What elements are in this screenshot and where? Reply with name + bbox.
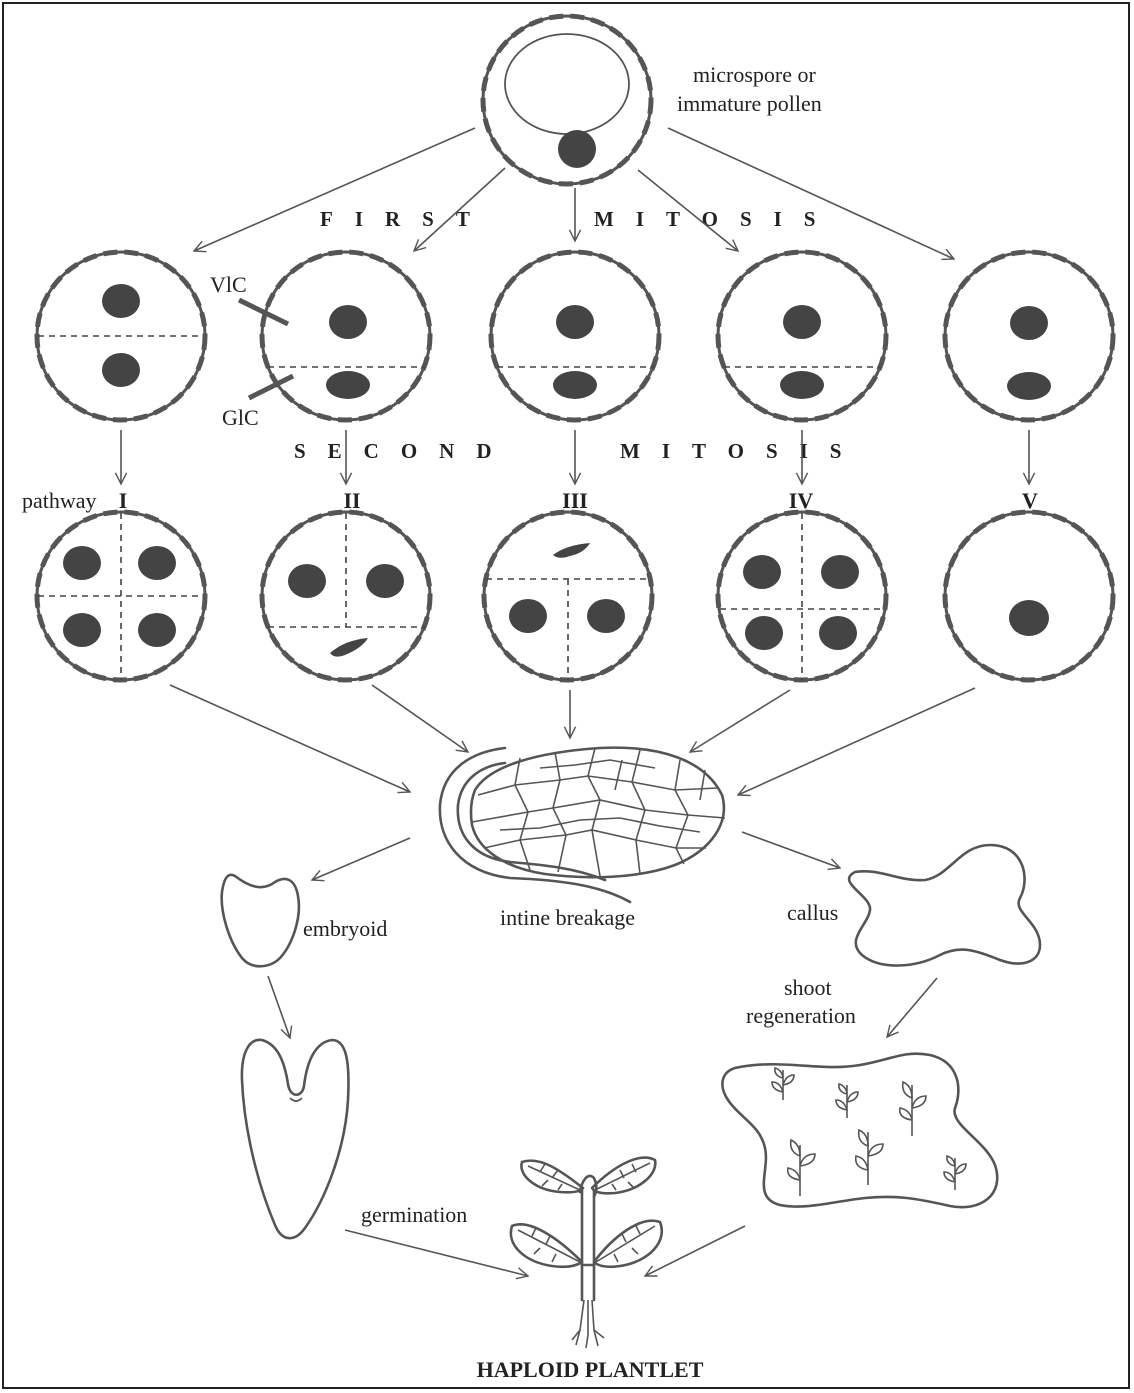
shoot-regeneration-callus [722, 1054, 997, 1208]
germination-label: germination [361, 1202, 467, 1227]
shoot-label-line1: shoot [784, 975, 832, 1000]
second-mitosis-arrows [121, 430, 1029, 484]
first-label: FIRST [320, 207, 492, 231]
microspore-label-line1: microspore or [693, 62, 816, 87]
second-label: SECOND [294, 439, 514, 463]
embryoid-shape [222, 875, 299, 966]
embryo-notch [290, 1098, 302, 1101]
mitosis-label-1: MITOSIS [594, 207, 838, 231]
microspore-label-line2: immature pollen [677, 91, 822, 116]
row1-cell-3 [491, 252, 659, 420]
mitosis-label-2: MITOSIS [620, 439, 864, 463]
vlc-label: VlC [210, 272, 247, 297]
arrow-to-embryoid [312, 838, 410, 880]
pathway-numeral-V: V [1022, 488, 1038, 513]
haploid-plantlet [511, 1158, 662, 1348]
glc-label: GlC [222, 405, 259, 430]
shoot-label-line2: regeneration [746, 1003, 856, 1028]
haploid-plantlet-label: HAPLOID PLANTLET [477, 1357, 704, 1382]
embryoid-label: embryoid [303, 916, 387, 941]
microspore-nucleus [558, 130, 596, 168]
pathway-III-cell [484, 512, 652, 680]
row1-cell-2 [262, 252, 430, 420]
pathway-numeral-I: I [119, 488, 128, 513]
row1-cell-5 [945, 252, 1113, 420]
arrow-embryo-to-plantlet [345, 1230, 528, 1276]
row1-cell-4 [718, 252, 886, 420]
pathway-I-cell [37, 512, 205, 680]
pathway-V-cell [945, 512, 1113, 680]
arrow-callus-to-shoots [887, 978, 937, 1037]
heart-embryo-shape [242, 1040, 349, 1238]
pathway-numeral-II: II [343, 488, 360, 513]
microspore-cell [483, 16, 651, 184]
pathway-II-cell [262, 512, 430, 680]
arrow-shoots-to-plantlet [645, 1226, 745, 1276]
pathway-label: pathway [22, 488, 97, 513]
arrow-embryoid-to-heart [268, 976, 290, 1038]
pathway-numeral-IV: IV [789, 488, 814, 513]
pathway-numeral-III: III [562, 488, 588, 513]
callus-label: callus [787, 900, 838, 925]
pathway-IV-cell [718, 512, 886, 680]
row1-cell-1 [37, 252, 205, 420]
arrow-to-callus [742, 832, 840, 868]
callus-shape [849, 845, 1040, 966]
intine-breakage-label: intine breakage [500, 905, 635, 930]
intine-breakage-structure [440, 748, 725, 902]
